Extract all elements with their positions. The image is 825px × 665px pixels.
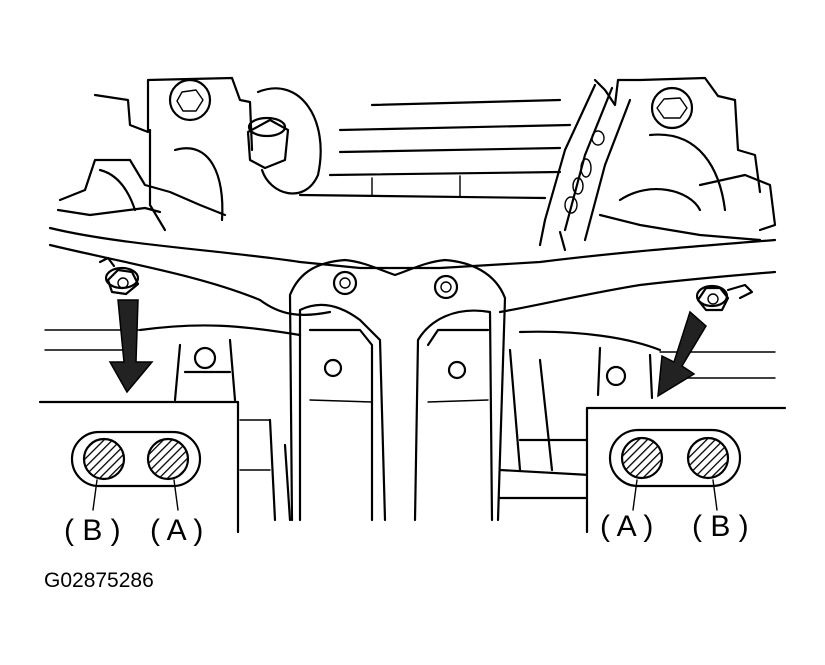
crossmember <box>44 226 777 379</box>
bolt-hole-a-left <box>146 437 190 481</box>
figure-code: G02875286 <box>44 569 154 592</box>
left-mount-bolt <box>98 256 140 296</box>
label-a-left: ( A ) <box>150 514 203 547</box>
left-callout: ( B ) ( A ) <box>38 400 240 547</box>
bolt-hole-b-left <box>82 437 126 481</box>
lower-structure <box>173 338 654 522</box>
bolt-hole-b-right <box>686 436 730 480</box>
label-b-left: ( B ) <box>64 514 121 547</box>
label-a-right: ( A ) <box>600 510 653 543</box>
label-b-right: ( B ) <box>692 510 749 543</box>
left-down-arrow <box>108 299 154 394</box>
center-mount-bracket <box>288 258 507 522</box>
right-down-arrow <box>657 310 707 398</box>
engine-block-outline <box>56 76 777 252</box>
right-mount-bolt <box>695 283 754 312</box>
right-callout: ( A ) ( B ) <box>585 406 787 543</box>
bolt-hole-a-right <box>620 436 664 480</box>
